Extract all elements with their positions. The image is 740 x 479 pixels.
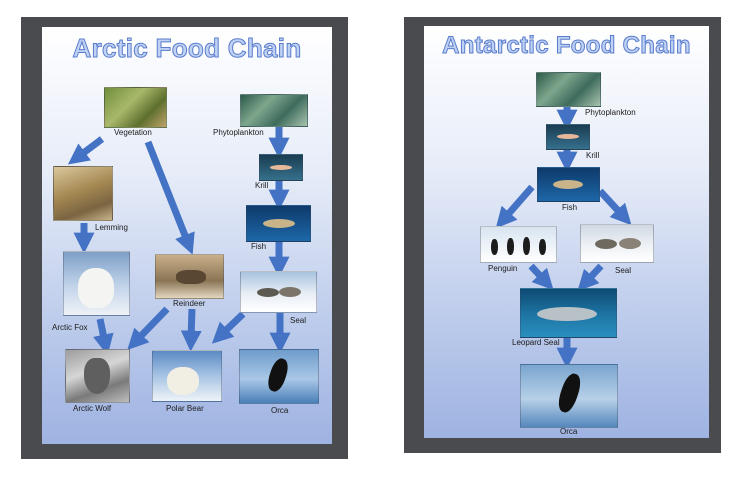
- antarctic-poster: Antarctic Food Chain Phytoplankton Krill…: [424, 26, 709, 438]
- fish-shape-ant: [553, 180, 583, 189]
- seal-label-arctic: Seal: [290, 316, 307, 325]
- fish-photo-antarctic: [537, 167, 600, 202]
- wolf-shape: [84, 358, 110, 394]
- arrow-fish-seal-ant: [597, 188, 632, 226]
- orca-photo-arctic: [239, 349, 319, 404]
- phytoplankton-photo-arctic: [240, 94, 308, 127]
- fish-label-antarctic: Fish: [562, 203, 578, 212]
- penguin-photo: [480, 226, 557, 263]
- arctic-poster: Arctic Food Chain Vegetation Phytoplankt…: [42, 27, 332, 444]
- fish-shape: [263, 219, 295, 228]
- penguin-shape-1: [491, 239, 498, 255]
- krill-shape-ant: [557, 134, 579, 139]
- orca-label-antarctic: Orca: [560, 427, 578, 436]
- penguin-shape-3: [523, 237, 530, 255]
- penguin-shape-4: [539, 239, 546, 255]
- seal-photo-antarctic: [580, 224, 654, 263]
- arrow-fox-wolf: [93, 318, 114, 356]
- reindeer-label: Reindeer: [173, 299, 206, 308]
- polar-bear-photo: [152, 350, 222, 402]
- leopard-seal-photo: [520, 288, 617, 338]
- seal-photo-arctic: [240, 271, 317, 313]
- seal-label-antarctic: Seal: [615, 266, 632, 275]
- arrow-vegetation-reindeer: [144, 140, 195, 255]
- arctic-wolf-label: Arctic Wolf: [73, 404, 112, 413]
- arrow-fish-penguin: [495, 184, 535, 229]
- arrow-reindeer-bear: [180, 308, 202, 352]
- leopard-seal-label: Leopard Seal: [512, 338, 560, 347]
- polar-bear-shape: [167, 367, 199, 395]
- krill-label-arctic: Krill: [255, 181, 269, 190]
- seal-shape-ant-2: [619, 238, 641, 249]
- arctic-title: Arctic Food Chain: [72, 33, 302, 64]
- seal-shape-ant-1: [595, 239, 617, 249]
- penguin-shape-2: [507, 238, 514, 255]
- reindeer-shape: [176, 270, 206, 284]
- penguin-label: Penguin: [488, 264, 518, 273]
- seal-shape-1: [257, 288, 279, 297]
- fish-photo-arctic: [246, 205, 311, 242]
- arrow-seal-bear: [211, 311, 246, 344]
- krill-shape: [270, 165, 292, 170]
- phytoplankton-label-antarctic: Phytoplankton: [585, 108, 636, 117]
- polar-bear-label: Polar Bear: [166, 404, 204, 413]
- phytoplankton-photo-antarctic: [536, 72, 601, 107]
- vegetation-label: Vegetation: [114, 128, 152, 137]
- krill-label-antarctic: Krill: [586, 151, 600, 160]
- orca-shape-ant: [555, 371, 584, 415]
- krill-photo-arctic: [259, 154, 303, 181]
- seal-shape-2: [279, 287, 301, 297]
- lemming-label: Lemming: [95, 223, 128, 232]
- lemming-photo: [53, 166, 113, 221]
- arrow-seal-leopard: [577, 263, 604, 292]
- krill-photo-antarctic: [546, 124, 590, 150]
- fox-shape: [78, 268, 114, 308]
- vegetation-photo: [104, 87, 167, 128]
- arctic-fox-label: Arctic Fox: [52, 323, 88, 332]
- leopard-seal-shape: [537, 307, 597, 321]
- orca-shape: [265, 356, 291, 394]
- orca-label-arctic: Orca: [271, 406, 289, 415]
- arctic-fox-photo: [63, 251, 130, 316]
- arctic-wolf-photo: [65, 349, 130, 403]
- fish-label-arctic: Fish: [251, 242, 267, 251]
- arrow-reindeer-wolf: [127, 306, 170, 351]
- reindeer-photo: [155, 254, 224, 299]
- antarctic-title: Antarctic Food Chain: [442, 32, 691, 60]
- phytoplankton-label-arctic: Phytoplankton: [213, 128, 264, 137]
- arrow-vegetation-lemming: [67, 136, 105, 165]
- arrow-penguin-leopard: [528, 263, 554, 291]
- orca-photo-antarctic: [520, 364, 618, 428]
